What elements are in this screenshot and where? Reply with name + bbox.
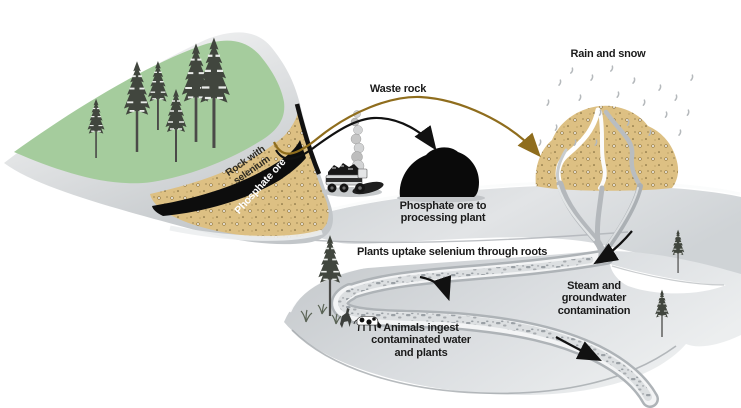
phosphate-processing-label: Phosphate ore to processing plant [399,200,487,225]
contaminated-stream [330,249,659,408]
rain-and-snow-label: Rain and snow [570,48,646,60]
hillside [4,32,333,245]
flow-arrows [272,95,633,361]
cow-icon [353,316,382,332]
waste-rock-mound [535,105,679,266]
ore-pile [397,147,485,203]
waste-rock-label: Waste rock [369,83,427,95]
plants-uptake-label: Plants uptake selenium through roots [357,246,548,258]
animals-ingest-label: Animals ingest contaminated water and pl… [371,322,471,359]
mining-truck-icon [322,110,384,197]
runoff-to-stream-arrow [593,230,633,265]
steam-groundwater-label: Steam and groundwater contamination [557,280,631,317]
lowland-scene [300,229,685,337]
phosphate-ore-band [152,140,306,216]
stream-flow-arrow-lower [555,336,602,361]
waste-rock-arrow [272,95,541,158]
pronghorn-icon [340,308,352,328]
ore-band-edge [294,103,322,175]
grass-icon [300,303,342,325]
ore-to-pile-arrow [275,116,437,160]
terrace-notch [610,264,726,294]
stream-flow-arrow-upper [419,275,452,302]
